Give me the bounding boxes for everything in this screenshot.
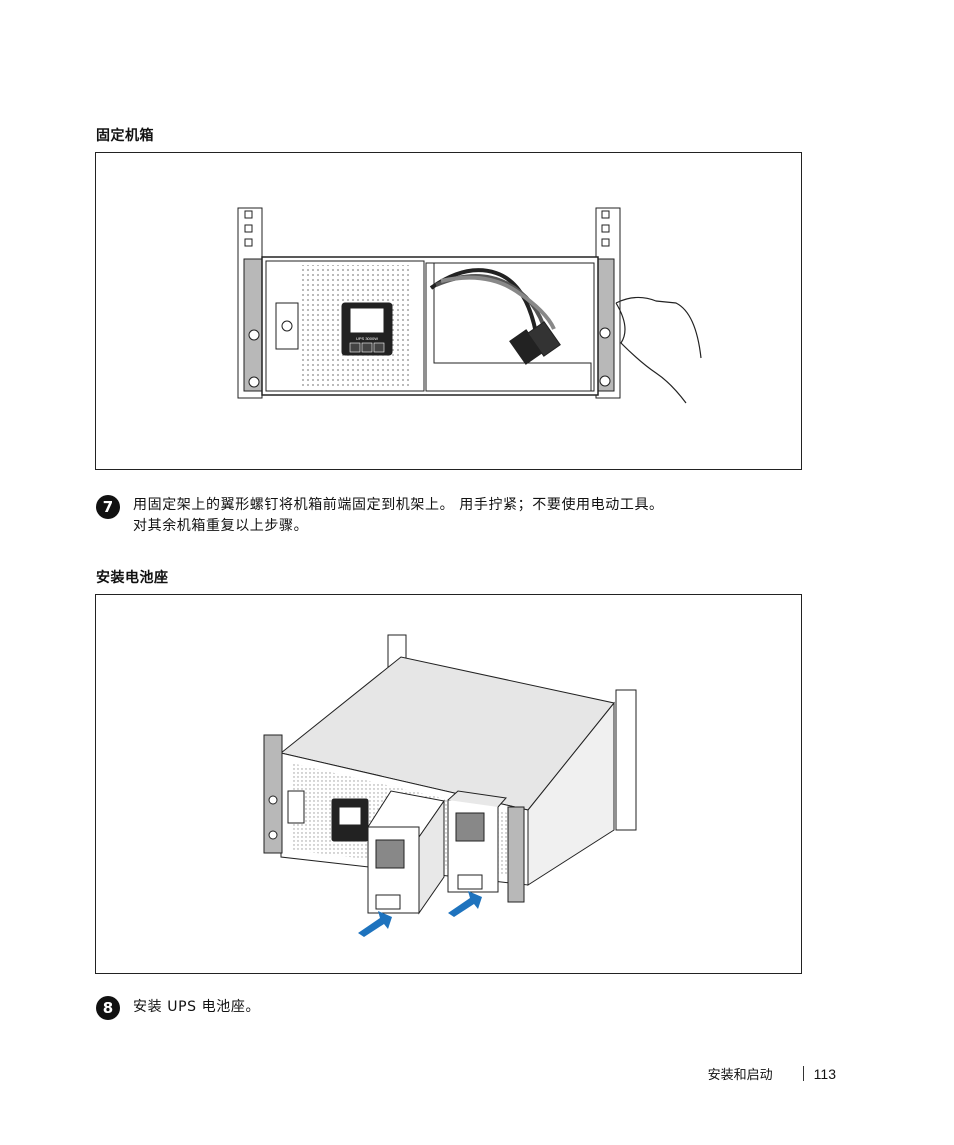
figure-install-battery <box>95 594 802 974</box>
step-7-text: 用固定架上的翼形螺钉将机箱前端固定到机架上。 用手拧紧；不要使用电动工具。 对其… <box>133 495 664 537</box>
rack-chassis-illustration: UPS 3000W <box>237 207 702 404</box>
insert-arrow-left <box>358 911 392 937</box>
step-number-badge: 8 <box>96 996 120 1020</box>
step-7: 7 用固定架上的翼形螺钉将机箱前端固定到机架上。 用手拧紧；不要使用电动工具。 … <box>96 495 664 537</box>
section-heading-install-battery: 安装电池座 <box>96 570 169 586</box>
insert-arrow-right <box>448 891 482 917</box>
step-8-text: 安装 UPS 电池座。 <box>133 999 261 1015</box>
section-heading-secure-chassis: 固定机箱 <box>96 128 154 144</box>
step-7-line-2: 对其余机箱重复以上步骤。 <box>133 518 309 534</box>
step-7-line-1: 用固定架上的翼形螺钉将机箱前端固定到机架上。 用手拧紧；不要使用电动工具。 <box>133 497 664 513</box>
step-number-badge: 7 <box>96 495 120 519</box>
page-footer: 安装和启动 113 <box>707 1064 836 1084</box>
footer-separator <box>802 1066 804 1081</box>
battery-install-illustration <box>263 634 637 937</box>
panel-label: UPS 3000W <box>356 336 378 341</box>
figure-secure-chassis: UPS 3000W <box>95 152 802 470</box>
page-number: 113 <box>813 1065 836 1082</box>
footer-section-title: 安装和启动 <box>707 1068 773 1083</box>
step-8: 8 安装 UPS 电池座。 <box>96 996 260 1020</box>
